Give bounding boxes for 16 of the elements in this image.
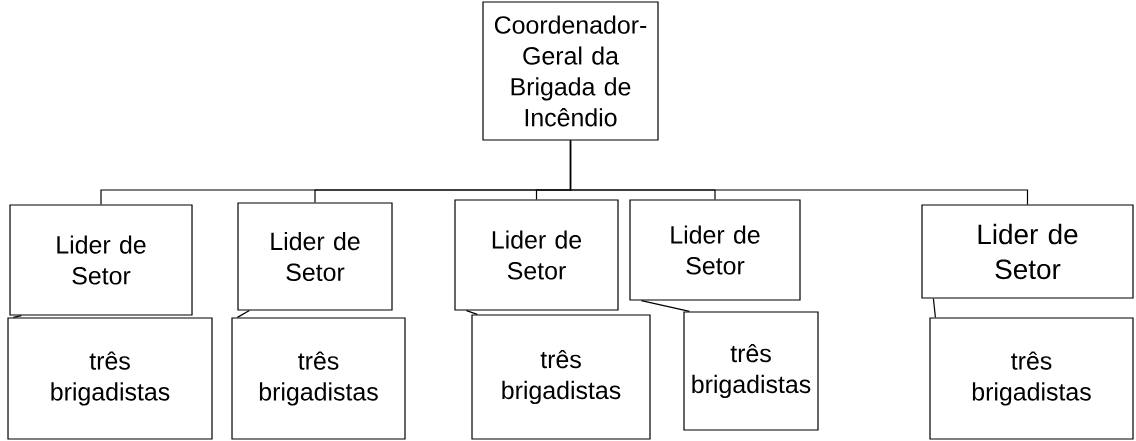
org-box: três brigadistas (231, 317, 406, 440)
org-box: Lider de Setor (9, 204, 193, 316)
connector-line (465, 310, 478, 315)
connector-line (569, 140, 1029, 205)
connector-line (12, 315, 22, 318)
connector-line (236, 310, 250, 318)
org-box: três brigadistas (929, 317, 1134, 440)
org-box: Lider de Setor (921, 204, 1134, 299)
org-box: Lider de Setor (237, 202, 393, 311)
org-box: três brigadistas (683, 311, 819, 431)
connector-line (932, 298, 936, 318)
org-box: três brigadistas (7, 317, 213, 440)
org-box: Lider de Setor (454, 199, 619, 311)
org-box: Lider de Setor (629, 199, 801, 301)
title-box: Coordenador-Geral da Brigada de Incêndio (482, 1, 659, 141)
org-box: três brigadistas (471, 314, 651, 440)
